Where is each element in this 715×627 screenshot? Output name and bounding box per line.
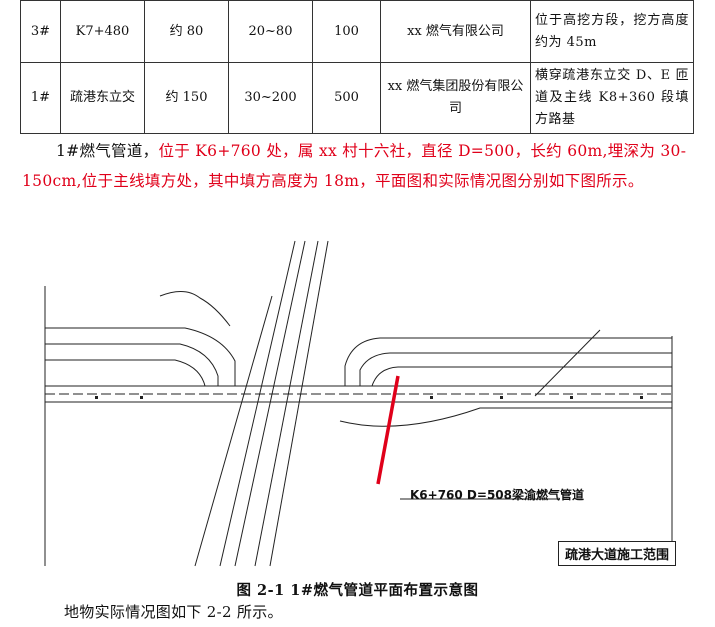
table-cell: 3#	[20, 0, 61, 63]
construction-range-label: 疏港大道施工范围	[558, 541, 677, 566]
footer-text: 地物实际情况图如下 2-2 所示。	[64, 603, 283, 621]
right-embankment-toe	[371, 366, 672, 387]
pipeline-plan-figure: 疏港大道施工范围 K6+760 D=508梁渝燃气管道	[0, 236, 715, 576]
description-paragraph: 1#燃气管道，位于 K6+760 处，属 xx 村十六社，直径 D=500，长约…	[22, 136, 694, 196]
table-cell: 位于高挖方段，挖方高度约为 45m	[530, 0, 694, 63]
table-cell: K7+480	[60, 0, 145, 63]
table-cell: 1#	[20, 62, 61, 134]
table-cell: 20~80	[228, 0, 313, 63]
gas-pipeline-table: 3# K7+480 约 80 20~80 100 xx 燃气有限公司 位于高挖方…	[20, 0, 694, 134]
table-cell: 100	[312, 0, 381, 63]
table-cell: 约 150	[144, 62, 229, 134]
pipeline-label: K6+760 D=508梁渝燃气管道	[410, 488, 584, 502]
table-cell: 约 80	[144, 0, 229, 63]
table-cell: xx 燃气集团股份有限公司	[380, 62, 531, 134]
gas-pipeline-line	[376, 375, 400, 485]
figure-caption: 图 2-1 1#燃气管道平面布置示意图	[236, 582, 479, 599]
paragraph-detail: 位于 K6+760 处，属 xx 村十六社，直径 D=500，长约 60m,埋深…	[22, 142, 687, 190]
right-embankment-outer	[344, 337, 672, 386]
right-embankment-inner	[359, 352, 672, 386]
lower-road-edge	[339, 407, 672, 427]
left-hill-contour	[159, 291, 231, 327]
ramp-line-2	[234, 240, 306, 567]
table-row: 1# 疏港东立交 约 150 30~200 500 xx 燃气集团股份有限公司 …	[20, 62, 694, 134]
ramp-line-5	[194, 295, 273, 567]
table-row: 3# K7+480 约 80 20~80 100 xx 燃气有限公司 位于高挖方…	[20, 0, 694, 63]
left-embankment-inner	[45, 343, 219, 386]
range-leader	[534, 329, 601, 397]
paragraph-lead: 1#燃气管道，	[56, 142, 159, 160]
plan-drawing	[44, 240, 673, 567]
table-cell: 500	[312, 62, 381, 134]
left-embankment-outer	[45, 327, 236, 386]
ramp-line-1	[219, 240, 296, 567]
left-embankment-toe	[45, 359, 206, 387]
ramp-line-4	[269, 240, 329, 567]
ramp-line-3	[254, 240, 319, 567]
road-markers	[95, 396, 643, 399]
table-cell: 30~200	[228, 62, 313, 134]
table-cell: xx 燃气有限公司	[380, 0, 531, 63]
table-cell: 横穿疏港东立交 D、E 匝道及主线 K8+360 段填方路基	[530, 62, 694, 134]
table-cell: 疏港东立交	[60, 62, 145, 134]
